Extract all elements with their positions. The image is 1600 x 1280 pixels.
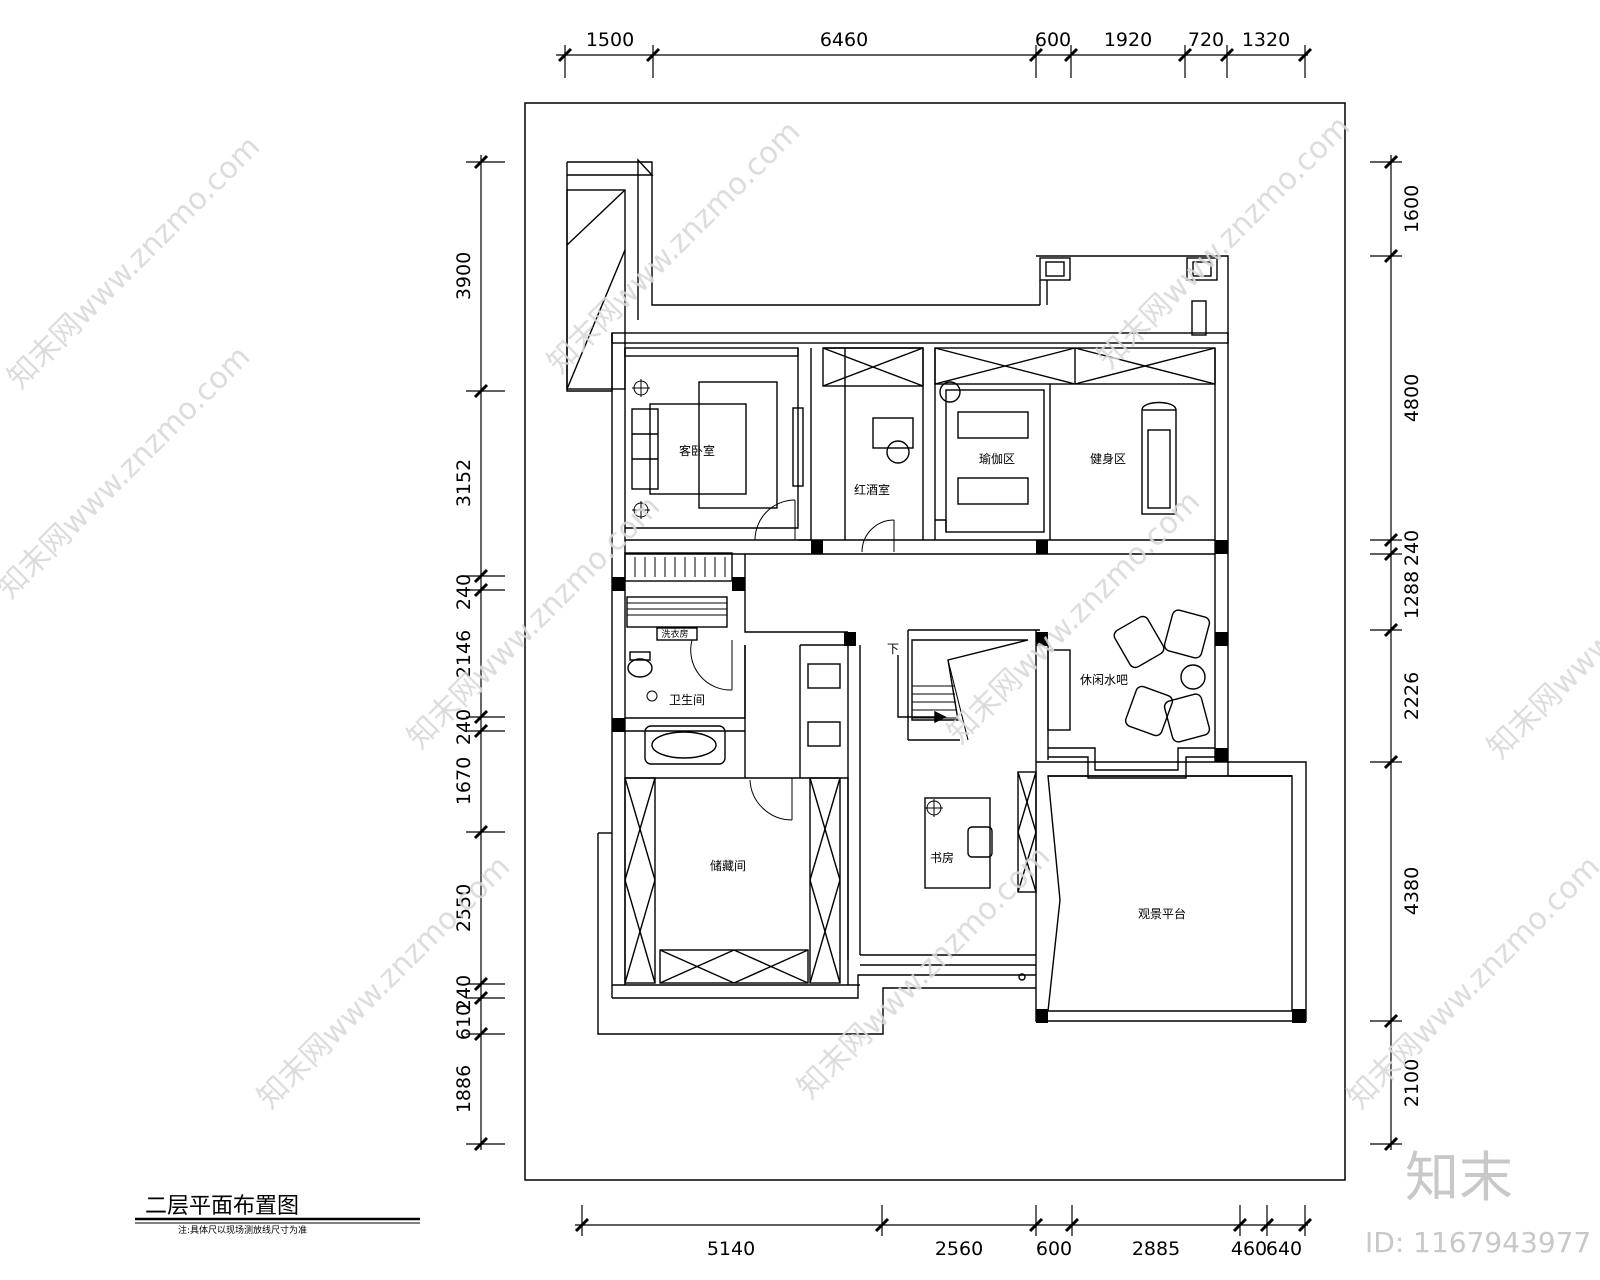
dim-right-7: 2100: [1401, 1059, 1423, 1107]
room-label-cloakroom: 储藏间: [710, 858, 746, 873]
left-dimension-labels: 3900 3152 240 2146 240 1670 2550 240 610…: [453, 252, 475, 1113]
image-id-text: ID: 1167943977: [1365, 1226, 1591, 1259]
dim-bottom-1: 5140: [707, 1238, 755, 1260]
watermark-text: 知末网www.znzmo.com: [791, 839, 1057, 1105]
room-labels: 客卧室 红酒室 瑜伽区 健身区 洗衣房 卫生间 下 休闲水吧 储藏间 书房 观景…: [661, 443, 1186, 921]
room-label-terrace: 观景平台: [1138, 906, 1186, 921]
right-dimension-labels: 1600 4800 240 1288 2226 4380 2100: [1401, 185, 1423, 1107]
watermark-text: 知末网www.znzmo.com: [541, 114, 807, 380]
watermark-layer: 知末网www.znzmo.com 知末网www.znzmo.com 知末网www…: [0, 109, 1600, 1115]
brand-logo-text: 知末: [1405, 1146, 1513, 1209]
dim-left-3: 240: [453, 574, 475, 610]
dim-left-7: 2550: [453, 884, 475, 932]
dim-left-2: 3152: [453, 459, 475, 507]
watermark-text: 知末网www.znzmo.com: [1341, 849, 1600, 1115]
room-label-study: 书房: [930, 850, 954, 865]
dim-left-9: 610: [453, 1004, 475, 1040]
dim-right-5: 2226: [1401, 672, 1423, 720]
room-label-bathroom: 卫生间: [669, 693, 705, 707]
dim-top-6: 1320: [1242, 29, 1290, 51]
drawing-frame: [524, 102, 1346, 1181]
dim-bottom-6: 640: [1266, 1238, 1302, 1260]
room-label-linen: 洗衣房: [661, 628, 688, 640]
room-label-guest-bedroom: 客卧室: [679, 443, 715, 458]
dim-right-4: 1288: [1401, 571, 1423, 619]
light-fixture-icon: [632, 379, 943, 817]
room-label-stair-down: 下: [887, 642, 899, 656]
dim-right-1: 1600: [1401, 185, 1423, 233]
room-label-bar: 休闲水吧: [1080, 673, 1128, 687]
title-block: 二层平面布置图 注:具体尺以现场测放线尺寸为准: [135, 1194, 420, 1236]
dim-bottom-3: 600: [1036, 1238, 1072, 1260]
top-dimension-labels: 1500 6460 600 1920 720 1320: [586, 29, 1290, 51]
plan-columns: [612, 540, 1306, 1023]
dim-right-3: 240: [1401, 530, 1423, 566]
plan-walls: [566, 158, 1307, 1035]
dim-right-6: 4380: [1401, 867, 1423, 915]
dim-left-1: 3900: [453, 252, 475, 300]
room-label-gym: 健身区: [1090, 451, 1126, 466]
top-dimension-chain: [556, 45, 1313, 78]
dim-top-4: 1920: [1104, 29, 1152, 51]
drawing-note: 注:具体尺以现场测放线尺寸为准: [178, 1224, 307, 1236]
dim-right-2: 4800: [1401, 374, 1423, 422]
dim-left-5: 240: [453, 709, 475, 745]
bottom-dimension-labels: 5140 2560 600 2885 460 640: [707, 1238, 1302, 1260]
bottom-dimension-chain: [574, 1205, 1313, 1236]
dim-left-6: 1670: [453, 757, 475, 805]
watermark-text: 知末网www.znzmo.com: [1091, 109, 1357, 375]
plan-doors: [690, 499, 895, 821]
left-dimension-chain: [466, 154, 505, 1152]
dim-bottom-2: 2560: [935, 1238, 983, 1260]
dim-top-1: 1500: [586, 29, 634, 51]
right-dimension-chain: [1370, 154, 1402, 1152]
dim-left-8: 240: [453, 975, 475, 1011]
room-label-yoga: 瑜伽区: [979, 451, 1015, 466]
dim-top-2: 6460: [820, 29, 868, 51]
dim-top-3: 600: [1035, 29, 1071, 51]
watermark-text: 知末网www.znzmo.com: [251, 849, 517, 1115]
dim-left-10: 1886: [453, 1065, 475, 1113]
drawing-title: 二层平面布置图: [145, 1194, 299, 1219]
dim-bottom-4: 2885: [1132, 1238, 1180, 1260]
dim-bottom-5: 460: [1231, 1238, 1267, 1260]
dim-top-5: 720: [1188, 29, 1224, 51]
room-label-tea-room: 红酒室: [854, 482, 890, 497]
dim-left-4: 2146: [453, 630, 475, 678]
watermark-text: 知末网www.znzmo.com: [1481, 499, 1600, 765]
watermark-text: 知末网www.znzmo.com: [941, 484, 1207, 750]
